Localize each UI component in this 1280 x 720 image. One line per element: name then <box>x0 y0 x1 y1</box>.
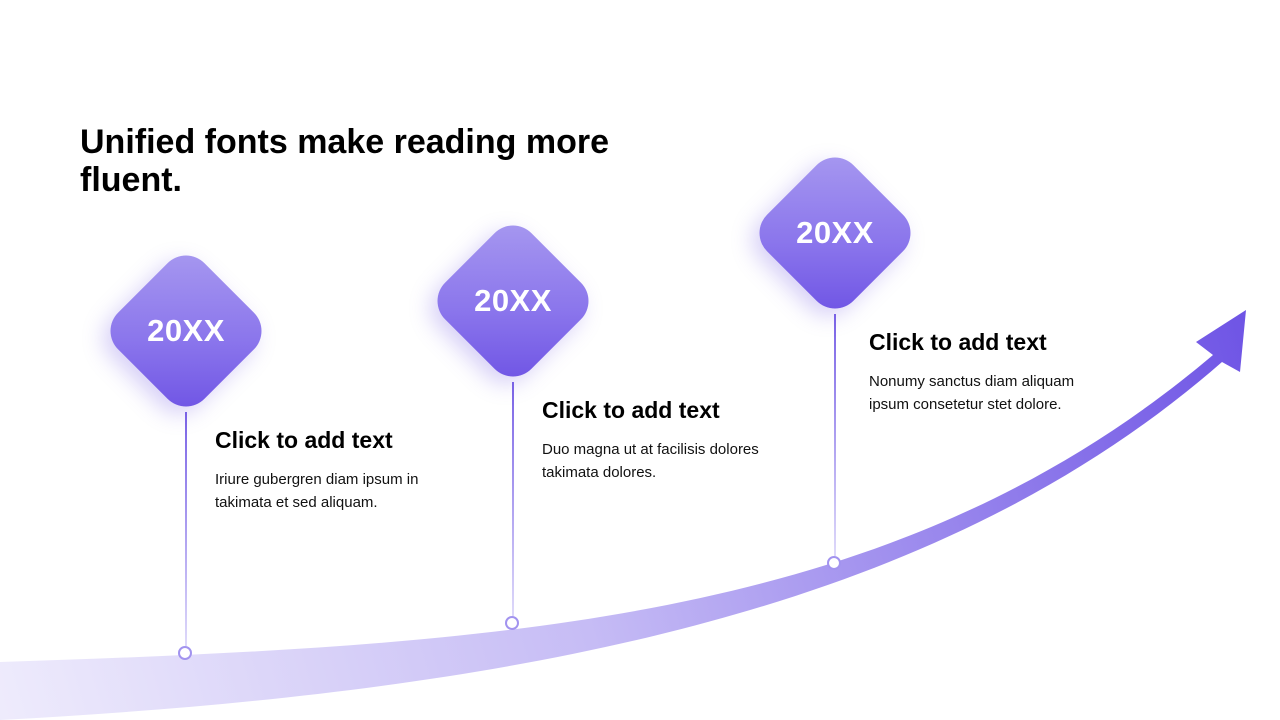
milestone-card: Click to add text Duo magna ut at facili… <box>542 396 792 484</box>
milestone-year: 20XX <box>474 283 552 318</box>
milestone-diamond: 20XX <box>426 214 600 388</box>
milestone-body[interactable]: Nonumy sanctus diam aliquam ipsum conset… <box>869 373 1075 413</box>
milestone-node <box>827 556 841 570</box>
milestone-year: 20XX <box>796 215 874 250</box>
milestone-diamond: 20XX <box>748 146 922 320</box>
milestone-body[interactable]: Duo magna ut at facilisis dolores takima… <box>542 441 759 481</box>
slide-title: Unified fonts make reading more fluent. <box>80 123 609 199</box>
milestone-heading[interactable]: Click to add text <box>542 397 720 423</box>
milestone-diamond: 20XX <box>99 244 273 418</box>
milestone-year: 20XX <box>147 313 225 348</box>
milestone-stem <box>512 382 514 616</box>
milestone-card: Click to add text Iriure gubergren diam … <box>215 426 465 514</box>
milestone-node <box>178 646 192 660</box>
arrow-band <box>0 310 1246 720</box>
milestone-heading[interactable]: Click to add text <box>869 329 1047 355</box>
milestone-heading[interactable]: Click to add text <box>215 427 393 453</box>
milestone-stem <box>185 412 187 646</box>
milestone-card: Click to add text Nonumy sanctus diam al… <box>869 328 1119 416</box>
milestone-stem <box>834 314 836 556</box>
milestone-body[interactable]: Iriure gubergren diam ipsum in takimata … <box>215 471 419 511</box>
milestone-node <box>505 616 519 630</box>
